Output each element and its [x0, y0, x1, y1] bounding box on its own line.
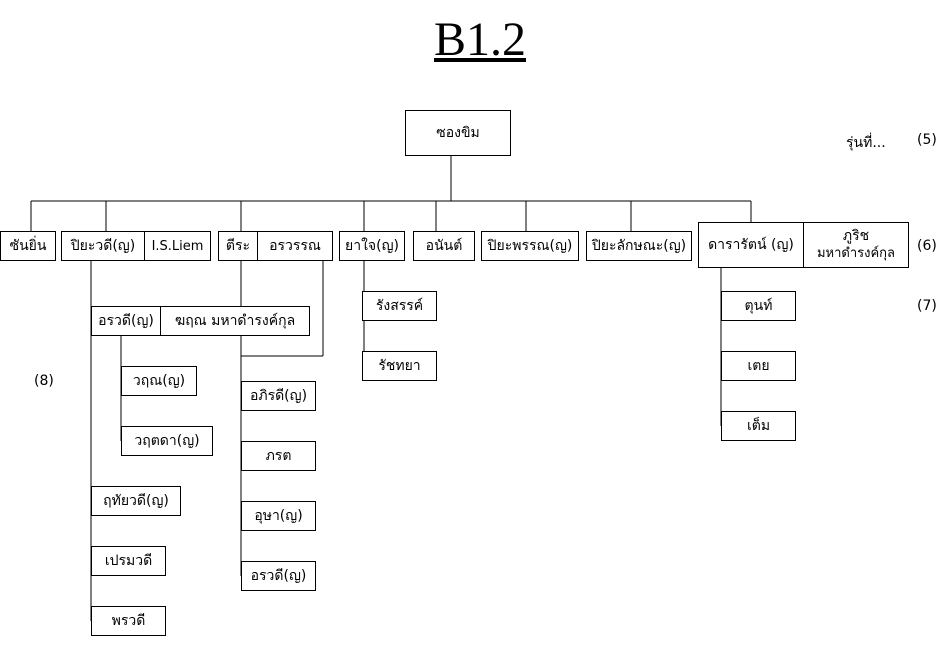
node-c2-1: อรวดี(ญ): [91, 306, 161, 336]
generation-prefix-label: รุ่นที่...: [846, 135, 886, 151]
generation-label-6: (6): [917, 238, 937, 254]
node-child5: อนันต์: [413, 231, 475, 261]
node-c4-1: รังสรรค์: [362, 291, 437, 321]
node-child8-spouse-line2: มหาดำรงค์กุล: [816, 246, 896, 261]
node-child1: ซันยิ่น: [0, 231, 56, 261]
node-c3-2: ภรต: [241, 441, 316, 471]
node-c2-1-2: วฤตดา(ญ): [121, 426, 213, 456]
node-c3-3: อุษา(ญ): [241, 501, 316, 531]
node-child6: ปิยะพรรณ(ญ): [481, 231, 579, 261]
node-child4: ยาใจ(ญ): [339, 231, 405, 261]
node-child7: ปิยะลักษณะ(ญ): [586, 231, 692, 261]
node-child3: ตีระ: [218, 231, 258, 261]
node-c8-1: ตุนท์: [721, 291, 796, 321]
node-child2-spouse: I.S.Liem: [144, 231, 211, 261]
node-c3-4: อรวดี(ญ): [241, 561, 316, 591]
node-child3-spouse: อรวรรณ: [257, 231, 333, 261]
node-c2-3: เปรมวดี: [91, 546, 166, 576]
node-child8: ดารารัตน์ (ญ): [698, 222, 804, 268]
generation-label-8: (8): [34, 373, 54, 389]
generation-label-5: (5): [917, 132, 937, 148]
node-c4-2: รัชทยา: [362, 351, 437, 381]
node-c3-1: อภิรดี(ญ): [241, 381, 316, 411]
node-c8-2: เตย: [721, 351, 796, 381]
diagram-title: B1.2: [433, 13, 526, 66]
node-c8-3: เต็ม: [721, 411, 796, 441]
node-c2-4: พรวดี: [91, 606, 166, 636]
node-child8-spouse: ภูริช มหาดำรงค์กุล: [803, 222, 909, 268]
generation-label-7: (7): [917, 298, 937, 314]
node-c2-1-spouse: ฆฤณ มหาดำรงค์กุล: [160, 306, 310, 336]
node-child2: ปิยะวดี(ญ): [61, 231, 145, 261]
node-c2-2: ฤทัยวดี(ญ): [91, 486, 181, 516]
node-root: ซองขิม: [405, 110, 511, 156]
node-c2-1-1: วฤณ(ญ): [121, 366, 197, 396]
node-child8-spouse-line1: ภูริช: [842, 228, 870, 244]
